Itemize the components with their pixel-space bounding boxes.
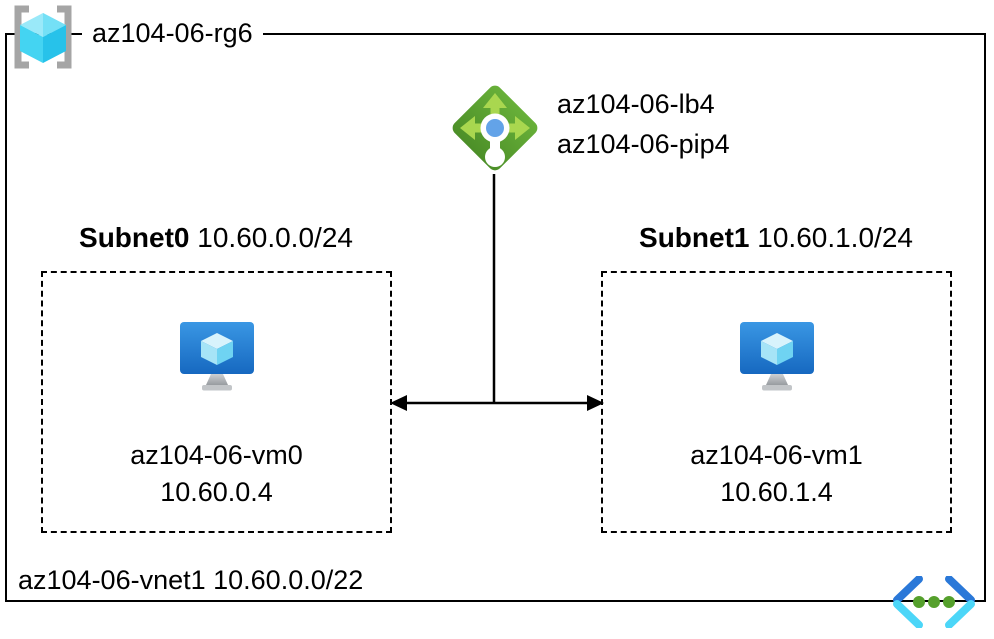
- subnet1-label: Subnet1 10.60.1.0/24: [600, 221, 952, 255]
- resource-group-box: [5, 33, 986, 602]
- subnet0-name: Subnet0: [79, 222, 190, 253]
- vm1-name: az104-06-vm1: [690, 440, 863, 470]
- load-balancer-label: az104-06-lb4 az104-06-pip4: [557, 84, 730, 164]
- subnet1-box: [601, 271, 952, 533]
- virtual-network-icon: [893, 576, 975, 628]
- virtual-machine-icon: [180, 322, 254, 391]
- subnet1-name: Subnet1: [639, 222, 750, 253]
- subnet0-label: Subnet0 10.60.0.0/24: [40, 221, 392, 255]
- load-balancer-name: az104-06-lb4: [557, 89, 715, 119]
- vm0-ip: 10.60.0.4: [160, 477, 273, 507]
- vm1-ip: 10.60.1.4: [720, 477, 833, 507]
- vm0-name: az104-06-vm0: [130, 440, 303, 470]
- subnet0-box: [41, 271, 392, 533]
- vm0-label: az104-06-vm0 10.60.0.4: [41, 437, 392, 511]
- public-ip-name: az104-06-pip4: [557, 129, 730, 159]
- virtual-machine-icon: [740, 322, 814, 391]
- load-balancer-icon: [452, 85, 538, 171]
- resource-group-icon: [14, 5, 72, 69]
- subnet0-cidr: 10.60.0.0/24: [197, 222, 353, 253]
- vnet-label: az104-06-vnet1 10.60.0.0/22: [18, 565, 364, 595]
- resource-group-label: az104-06-rg6: [82, 14, 263, 52]
- subnet1-cidr: 10.60.1.0/24: [757, 222, 913, 253]
- vm1-label: az104-06-vm1 10.60.1.4: [601, 437, 952, 511]
